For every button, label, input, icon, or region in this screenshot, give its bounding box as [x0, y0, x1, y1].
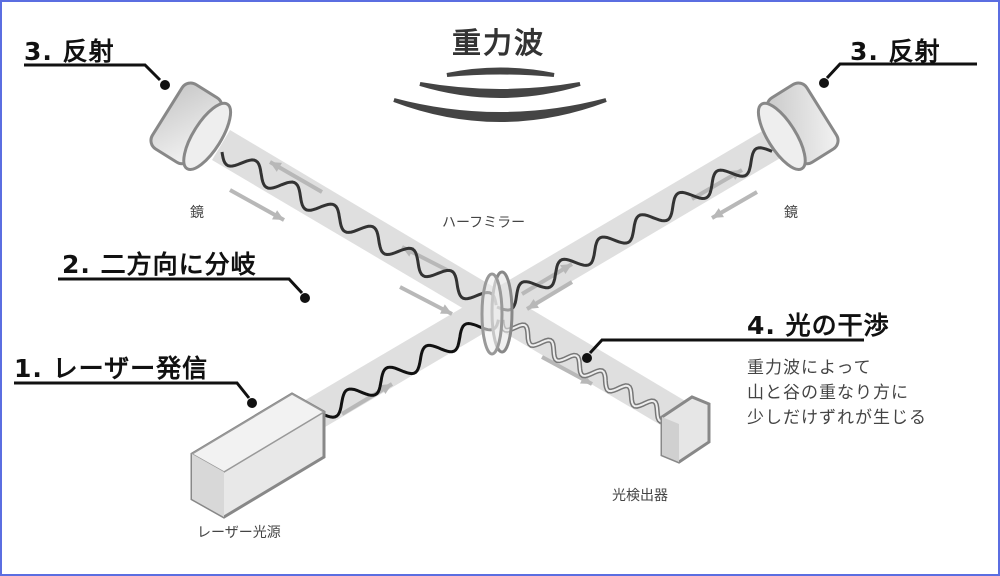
arrow-head	[712, 208, 724, 218]
mirror-left-icon	[149, 81, 233, 171]
arrow-head	[580, 374, 592, 384]
leader-dot	[160, 80, 170, 90]
interference-description: 重力波によって 山と谷の重なり方に 少しだけずれが生じる	[747, 356, 927, 431]
arrow-head	[527, 298, 539, 309]
step-split: 2. 二方向に分岐	[62, 250, 257, 279]
label-mirror-left: 鏡	[190, 205, 204, 221]
step-reflect-left: 3. 反射	[24, 37, 115, 66]
wave-detector-inner	[501, 319, 663, 423]
description-line: 重力波によって	[747, 358, 872, 378]
gravity-wave-arcs	[393, 67, 607, 122]
label-mirror-right: 鏡	[784, 205, 798, 221]
leader-dot	[247, 398, 257, 408]
leader-dot	[300, 293, 310, 303]
arrow-head	[560, 264, 572, 275]
diagram-title: 重力波	[452, 26, 546, 60]
light-waves	[220, 146, 773, 424]
laser-source-icon	[190, 392, 326, 519]
label-detector: 光検出器	[612, 488, 668, 504]
arrow-head	[270, 162, 282, 172]
step-laser: 1. レーザー発信	[14, 354, 209, 383]
label-laser-source: レーザー光源	[197, 525, 281, 541]
mirror-right-icon	[756, 81, 840, 171]
wave-right-arm	[496, 146, 773, 312]
arrow-head	[272, 210, 284, 220]
detector-icon	[660, 395, 711, 464]
arrow-head	[440, 304, 452, 314]
step-interference: 4. 光の干渉	[747, 311, 890, 340]
leader-dot	[819, 78, 829, 88]
wave-left-arm	[220, 151, 498, 306]
label-half-mirror: ハーフミラー	[442, 215, 526, 231]
wave-laser	[321, 319, 500, 419]
description-line: 山と谷の重なり方に	[747, 383, 909, 403]
description-line: 少しだけずれが生じる	[747, 408, 927, 428]
arrow-head	[380, 384, 392, 395]
half-mirror-icon	[480, 270, 514, 356]
leader-dot	[582, 353, 592, 363]
step-reflect-right: 3. 反射	[850, 37, 941, 66]
leader-lines	[14, 62, 977, 399]
